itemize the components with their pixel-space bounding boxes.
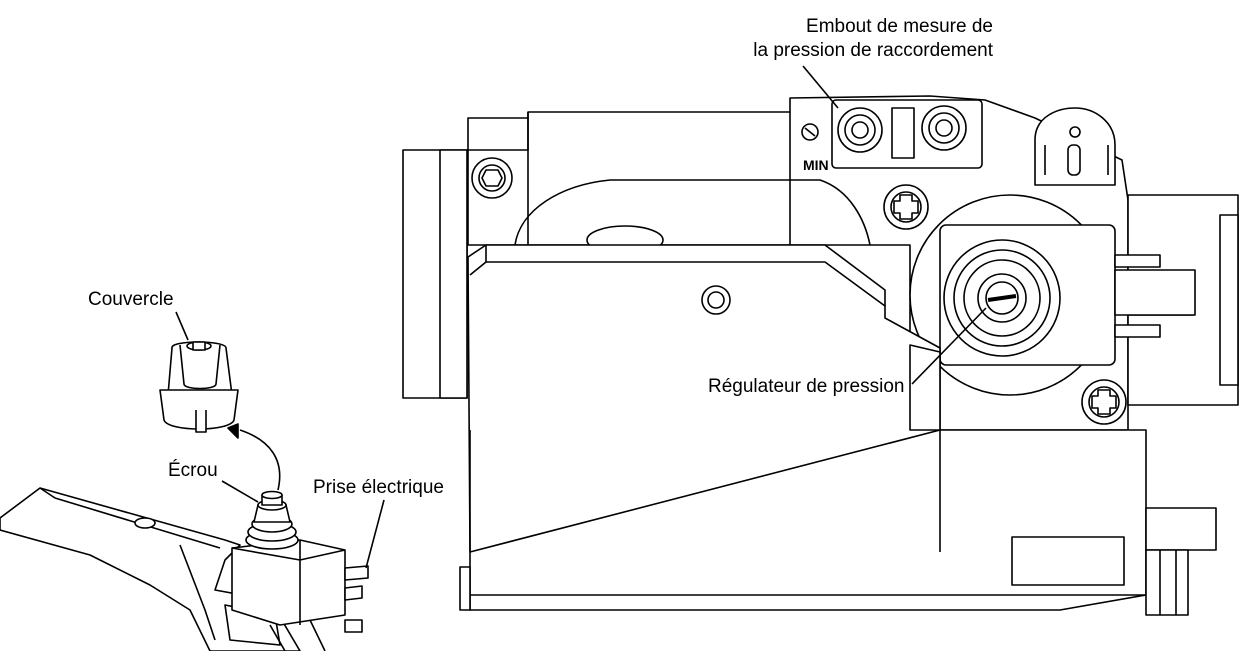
- electrical-plug-pins: [344, 565, 369, 633]
- valve-base: [469, 429, 1147, 611]
- leader-embout: [802, 65, 839, 109]
- label-embout-line2: la pression de raccordement: [753, 40, 993, 61]
- mount-arrow: [239, 429, 281, 491]
- cap-cover: [159, 341, 239, 433]
- pressure-measure-nipples: [801, 99, 983, 169]
- screw-plus-bottom: [1081, 379, 1127, 425]
- label-prise-electrique: Prise électrique: [313, 477, 444, 498]
- label-regulateur: Régulateur de pression: [708, 376, 904, 397]
- coil-connector-top: [1034, 107, 1116, 186]
- label-plate: [1011, 536, 1125, 586]
- solenoid-body: [231, 539, 346, 626]
- leader-ecrou: [221, 480, 259, 503]
- bracket-hole: [134, 517, 156, 529]
- gas-valve-body: [402, 95, 1239, 616]
- leader-couvercle: [175, 311, 189, 341]
- label-couvercle: Couvercle: [88, 289, 174, 310]
- label-embout-line1: Embout de mesure de: [806, 16, 993, 37]
- leader-lines: [175, 65, 987, 569]
- leader-regulateur: [911, 307, 987, 385]
- screw-plus-top: [883, 184, 929, 230]
- label-ecrou: Écrou: [168, 460, 218, 481]
- nut: [245, 490, 299, 550]
- pressure-regulator: [943, 239, 1061, 357]
- detail-cap-assembly: [0, 341, 369, 652]
- label-min: MIN: [803, 157, 829, 173]
- leader-prise: [365, 499, 385, 569]
